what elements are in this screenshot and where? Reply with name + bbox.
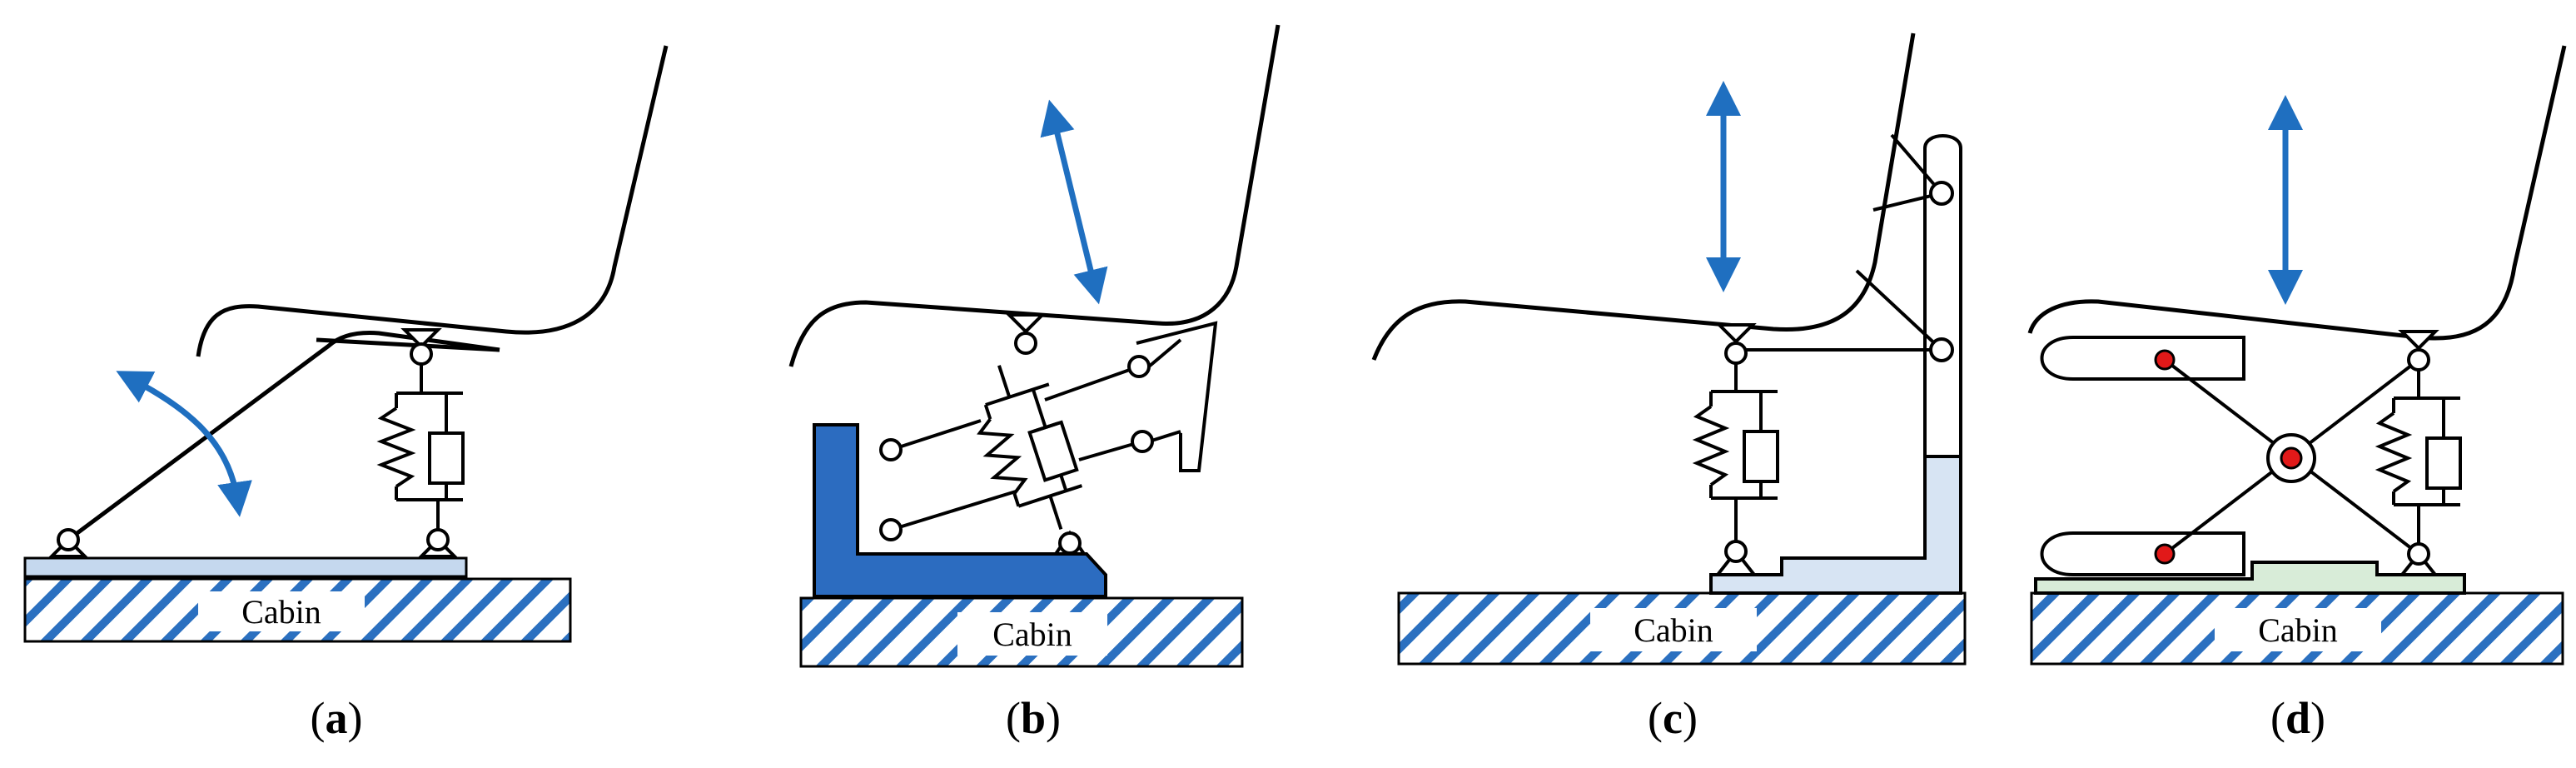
cabin-label-d: Cabin	[2258, 611, 2338, 649]
panel-d: Cabin	[2027, 45, 2567, 743]
l-bracket-b	[813, 423, 1107, 598]
panel-label-a: (a)	[311, 693, 363, 743]
rocker-arm-a	[67, 331, 500, 542]
seat-pan-a	[316, 337, 500, 352]
pivot-icon	[879, 313, 1154, 555]
pivot-icon	[2398, 330, 2439, 576]
base-plate-d	[2034, 561, 2466, 595]
cabin-floor-a: Cabin	[23, 577, 572, 643]
spring-damper-icon	[376, 364, 465, 530]
panel-a: Cabin	[23, 45, 669, 743]
pivot-icon	[1713, 181, 1954, 576]
panel-label-b: (b)	[1006, 693, 1061, 743]
cabin-floor-d: Cabin	[2030, 591, 2564, 666]
pivot-icon	[400, 328, 459, 558]
pivot-icon	[2154, 349, 2316, 565]
spring-damper-icon	[977, 365, 1083, 530]
vertical-post-c	[1923, 134, 1962, 456]
spring-damper-icon	[2375, 370, 2462, 544]
linkage-c	[1742, 133, 1943, 352]
lower-rail-d	[2040, 531, 2245, 576]
upper-rail-d	[2040, 336, 2245, 381]
panel-label-d: (d)	[2270, 693, 2325, 743]
seat-outline-c	[1371, 32, 1916, 361]
cabin-floor-b: Cabin	[799, 596, 1244, 668]
cabin-floor-c: Cabin	[1397, 591, 1967, 666]
panel-c: Cabin	[1371, 32, 1967, 743]
cabin-label-b: Cabin	[992, 616, 1072, 653]
panel-label-c: (c)	[1648, 693, 1698, 743]
base-plate-a	[23, 556, 468, 578]
seat-outline-b	[788, 24, 1281, 367]
cabin-label-a: Cabin	[241, 593, 321, 631]
rotation-arrow-icon	[116, 371, 252, 517]
pivot-icon	[47, 528, 89, 558]
spring-damper-icon	[1692, 363, 1779, 541]
panel-b: Cabin	[788, 24, 1281, 743]
motion-arrow-icon	[1040, 99, 1108, 305]
seat-outline-d	[2027, 45, 2567, 341]
cabin-label-c: Cabin	[1634, 611, 1713, 649]
seat-outline-a	[196, 45, 669, 357]
